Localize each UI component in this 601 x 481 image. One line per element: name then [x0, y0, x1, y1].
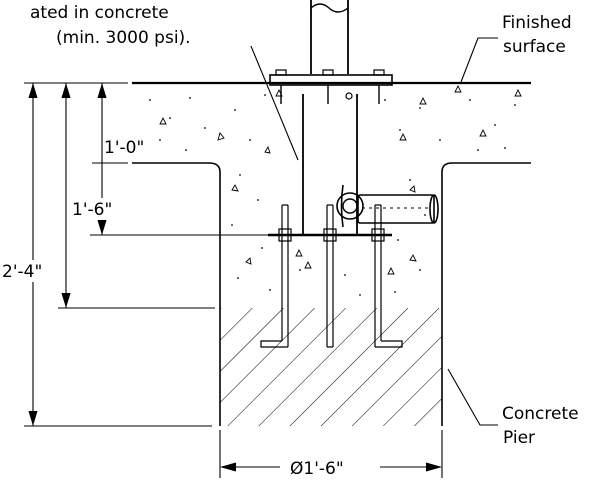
anchor-bolt-center — [323, 204, 337, 348]
concrete-pier-label-line1: Concrete — [502, 404, 579, 424]
dimension-extension-lines — [24, 82, 443, 478]
concrete-pier — [220, 308, 442, 426]
dimension-1ft6-label: 1'-6" — [72, 200, 112, 220]
note-text-line1: ated in concrete — [30, 3, 169, 23]
note-text-line2: (min. 3000 psi). — [56, 28, 191, 48]
pole — [302, 0, 358, 236]
anchor-bolt-right — [371, 204, 403, 348]
pier-leader — [447, 368, 498, 426]
finished-surface-leader — [460, 37, 498, 83]
concrete-pier-label-line2: Pier — [503, 428, 535, 448]
dimension-diameter-label: Ø1'-6" — [290, 459, 344, 479]
concrete-pour — [132, 84, 531, 426]
anchor-bolts — [260, 204, 403, 348]
conduit — [336, 184, 439, 228]
dim-line-1ft6 — [61, 83, 71, 308]
finished-surface-label-line2: surface — [503, 37, 566, 57]
dimension-2ft4-label: 2'-4" — [2, 262, 42, 282]
dim-line-diameter — [219, 462, 443, 472]
finished-surface-label-line1: Finished — [502, 13, 572, 33]
base-plate — [269, 69, 393, 104]
dimension-lines — [28, 83, 443, 472]
concrete-triangle-marks — [139, 84, 522, 275]
dimension-1ft0-label: 1'-0" — [104, 138, 144, 158]
dim-line-2ft4 — [28, 83, 38, 426]
anchor-bolt-left — [260, 204, 292, 348]
concrete-aggregate-marks — [149, 94, 516, 296]
